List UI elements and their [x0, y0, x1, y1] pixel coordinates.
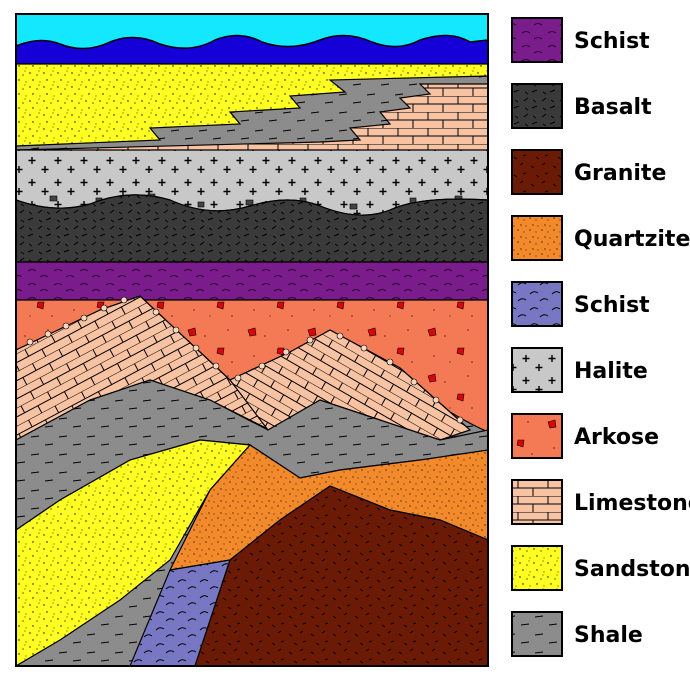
legend-label-arkose: Arkose: [574, 425, 659, 450]
legend: SchistBasaltGraniteQuartziteSchistHalite…: [512, 18, 690, 656]
legend-item-quartzite: Quartzite: [512, 216, 690, 260]
legend-swatch-sandstone: [512, 546, 562, 590]
legend-item-granite: Granite: [512, 150, 666, 194]
legend-label-quartzite: Quartzite: [574, 227, 690, 252]
legend-label-halite: Halite: [574, 359, 648, 384]
legend-item-limestone: Limestone: [512, 480, 690, 524]
legend-item-halite: Halite: [512, 348, 648, 392]
legend-item-schist-purple: Schist: [512, 18, 650, 62]
legend-item-shale: Shale: [512, 612, 643, 656]
legend-swatch-granite: [512, 150, 562, 194]
legend-swatch-basalt: [512, 84, 562, 128]
legend-label-shale: Shale: [574, 623, 643, 648]
legend-swatch-limestone: [512, 480, 562, 524]
legend-item-basalt: Basalt: [512, 84, 652, 128]
legend-label-granite: Granite: [574, 161, 666, 186]
cross-section: [16, 14, 488, 666]
legend-swatch-quartzite: [512, 216, 562, 260]
legend-item-arkose: Arkose: [512, 414, 659, 458]
schist-purple-layer: [16, 262, 488, 300]
legend-item-sandstone: Sandstone: [512, 546, 690, 590]
legend-swatch-shale: [512, 612, 562, 656]
legend-label-sandstone: Sandstone: [574, 557, 690, 582]
legend-swatch-halite: [512, 348, 562, 392]
legend-item-schist-blue: Schist: [512, 282, 650, 326]
legend-swatch-schist-blue: [512, 282, 562, 326]
basalt-layer: [16, 195, 488, 262]
legend-label-schist-blue: Schist: [574, 293, 650, 318]
legend-label-limestone: Limestone: [574, 491, 690, 516]
legend-swatch-arkose: [512, 414, 562, 458]
legend-label-schist-purple: Schist: [574, 29, 650, 54]
legend-swatch-schist-purple: [512, 18, 562, 62]
legend-label-basalt: Basalt: [574, 95, 652, 120]
